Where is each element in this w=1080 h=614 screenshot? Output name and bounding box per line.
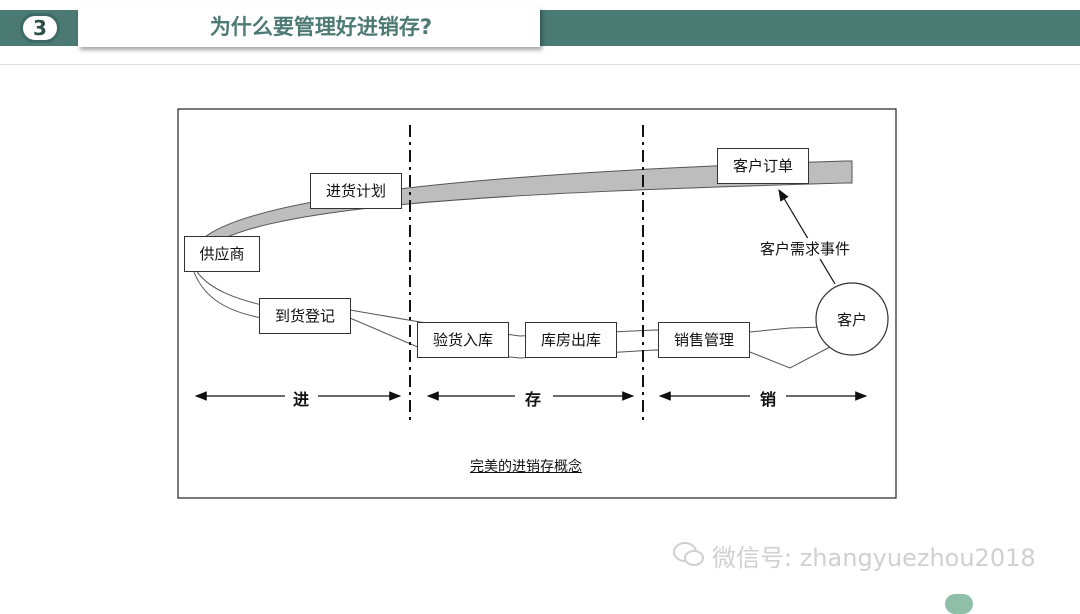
stage-storage: 存 <box>519 386 548 410</box>
node-supplier: 供应商 <box>184 236 260 272</box>
node-sales-management: 销售管理 <box>658 322 750 358</box>
slide-number-badge: 3 <box>20 13 60 43</box>
node-customer-order: 客户订单 <box>717 148 809 184</box>
label-customer-demand-event: 客户需求事件 <box>758 238 853 259</box>
diagram-caption: 完美的进销存概念 <box>470 459 582 475</box>
node-purchase-plan: 进货计划 <box>310 173 402 209</box>
node-inspection-inbound: 验货入库 <box>417 322 509 358</box>
node-warehouse-outbound: 库房出库 <box>525 322 617 358</box>
demand-arrow <box>778 188 836 285</box>
wechat-icon <box>673 542 704 566</box>
title-box: 为什么要管理好进销存? <box>78 7 540 47</box>
stage-sales: 销 <box>754 386 783 410</box>
corner-decoration <box>945 594 973 614</box>
demand-band <box>192 160 853 256</box>
page-title: 为什么要管理好进销存? <box>209 15 433 39</box>
watermark-text: 微信号: zhangyuezhou2018 <box>712 544 1036 572</box>
node-receipt-register: 到货登记 <box>259 298 351 334</box>
stage-purchase: 进 <box>287 386 316 410</box>
header-divider <box>0 64 1080 65</box>
node-customer: 客户 <box>837 311 868 329</box>
customer-circle <box>815 282 889 356</box>
